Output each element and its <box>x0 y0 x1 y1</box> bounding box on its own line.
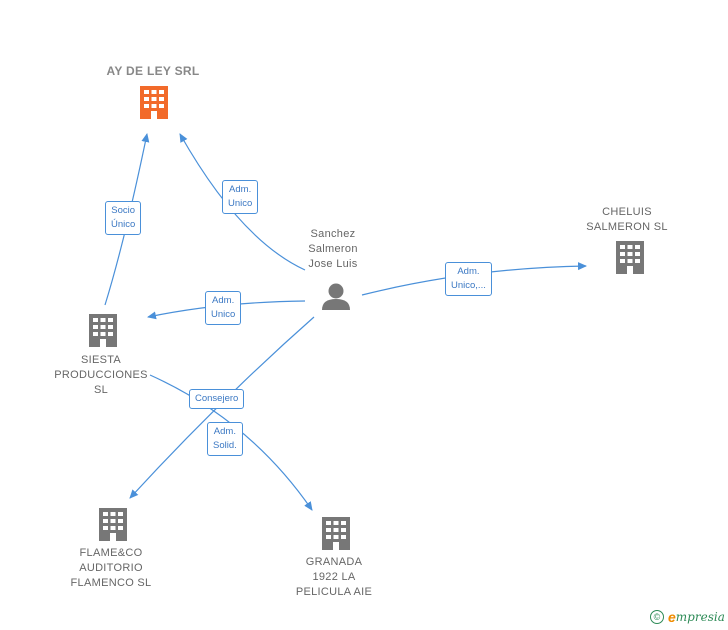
edge-label-line: Adm. <box>457 266 480 277</box>
edge-label-line: Adm. <box>213 426 236 437</box>
node-label-line: SL <box>93 384 109 396</box>
brand-name: mpresia <box>675 610 725 624</box>
node-label-ay-de-ley[interactable]: AY DE LEY SRL <box>106 64 199 79</box>
node-label-line: AY DE LEY SRL <box>106 64 200 78</box>
node-label-line: PRODUCCIONES <box>54 369 148 381</box>
node-label-line: SALMERON SL <box>586 221 668 233</box>
copyright-icon: © <box>650 610 664 624</box>
edge-label-adm-unico-cheluis[interactable]: Adm. Unico,... <box>445 262 492 296</box>
node-label-line: GRANADA <box>305 556 363 568</box>
edge-label-adm-solid[interactable]: Adm. Solid. <box>207 422 243 456</box>
edge-label-line: Adm. <box>229 184 252 195</box>
node-label-flameco[interactable]: FLAME&CO AUDITORIO FLAMENCO SL <box>71 546 152 591</box>
edge-person-to-ay-de-ley <box>179 133 306 271</box>
node-label-person[interactable]: Sanchez Salmeron Jose Luis <box>308 227 357 272</box>
edge-label-line: Unico <box>211 309 236 320</box>
node-label-line: FLAMENCO SL <box>70 577 152 589</box>
building-icon-granada <box>322 517 350 550</box>
building-icon-cheluis <box>616 241 644 274</box>
edge-label-socio-unico[interactable]: Socio Único <box>105 201 142 235</box>
node-label-line: CHELUIS <box>602 206 652 218</box>
node-label-line: 1922 LA <box>312 571 356 583</box>
edge-label-line: Consejero <box>195 393 239 404</box>
edge-label-adm-unico-siesta[interactable]: Adm. Unico <box>205 291 242 325</box>
node-label-line: AUDITORIO <box>79 562 143 574</box>
node-label-cheluis[interactable]: CHELUIS SALMERON SL <box>586 205 668 235</box>
node-label-line: SIESTA <box>80 354 122 366</box>
brand-initial: e <box>668 609 676 625</box>
node-label-line: FLAME&CO <box>79 547 143 559</box>
node-label-line: PELICULA AIE <box>295 586 373 598</box>
edge-label-line: Adm. <box>212 295 235 306</box>
edge-label-consejero[interactable]: Consejero <box>189 389 245 409</box>
edge-label-line: Unico <box>228 198 253 209</box>
edge-label-line: Socio <box>111 205 136 216</box>
node-label-granada[interactable]: GRANADA 1922 LA PELICULA AIE <box>296 555 372 600</box>
node-label-siesta[interactable]: SIESTA PRODUCCIONES SL <box>54 353 147 398</box>
edge-label-line: Unico,... <box>451 280 486 291</box>
edge-label-line: Solid. <box>213 440 237 451</box>
edge-label-adm-unico-ay[interactable]: Adm. Unico <box>222 180 259 214</box>
person-icon <box>322 283 350 310</box>
building-icon-flameco <box>99 508 127 541</box>
node-label-line: Sanchez <box>310 228 356 240</box>
edge-label-line: Único <box>111 219 136 230</box>
building-icon-ay-de-ley <box>140 86 168 119</box>
node-label-line: Salmeron <box>308 243 358 255</box>
node-label-line: Jose Luis <box>308 258 358 270</box>
building-icon-siesta <box>89 314 117 347</box>
